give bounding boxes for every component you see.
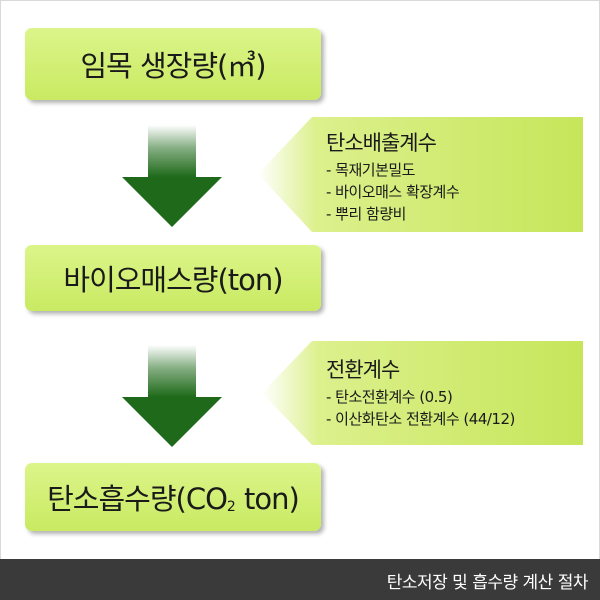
callout-heading: 전환계수 <box>326 358 400 382</box>
callout-arrow-shape <box>262 341 583 445</box>
stage-label-timber-growth: 임목 생장량(㎥) <box>80 49 266 83</box>
caption-text: 탄소저장 및 흡수량 계산 절차 <box>386 573 589 593</box>
stage-label-biomass: 바이오매스량(ton) <box>63 263 283 297</box>
callout-arrow-shape <box>258 117 583 232</box>
caption-bar: 탄소저장 및 흡수량 계산 절차 <box>0 559 600 600</box>
down-arrow-icon <box>122 345 222 447</box>
callout-item: - 이산화탄소 전환계수 (44/12) <box>326 410 515 428</box>
callout-emission-factors: 탄소배출계수 - 목재기본밀도 - 바이오매스 확장계수 - 뿌리 함량비 <box>258 117 583 232</box>
callout-conversion-factors: 전환계수 - 탄소전환계수 (0.5) - 이산화탄소 전환계수 (44/12) <box>262 341 583 445</box>
callout-item: - 바이오매스 확장계수 <box>326 183 460 201</box>
stage-label-subscript: 2 <box>226 499 236 515</box>
stage-box-biomass: 바이오매스량(ton) <box>25 245 321 311</box>
callout-item: - 뿌리 함량비 <box>326 205 406 223</box>
callout-item: - 탄소전환계수 (0.5) <box>326 388 453 406</box>
down-arrow-icon <box>122 125 222 227</box>
callout-item: - 목재기본밀도 <box>326 161 415 179</box>
stage-label-part: 탄소흡수량(CO <box>47 482 228 516</box>
stage-label-carbon-absorption: 탄소흡수량(CO2 ton) <box>47 476 300 518</box>
stage-label-part: ton) <box>235 482 300 516</box>
callout-heading: 탄소배출계수 <box>326 131 437 155</box>
stage-box-timber-growth: 임목 생장량(㎥) <box>25 28 321 100</box>
stage-box-carbon-absorption: 탄소흡수량(CO2 ton) <box>25 463 321 531</box>
